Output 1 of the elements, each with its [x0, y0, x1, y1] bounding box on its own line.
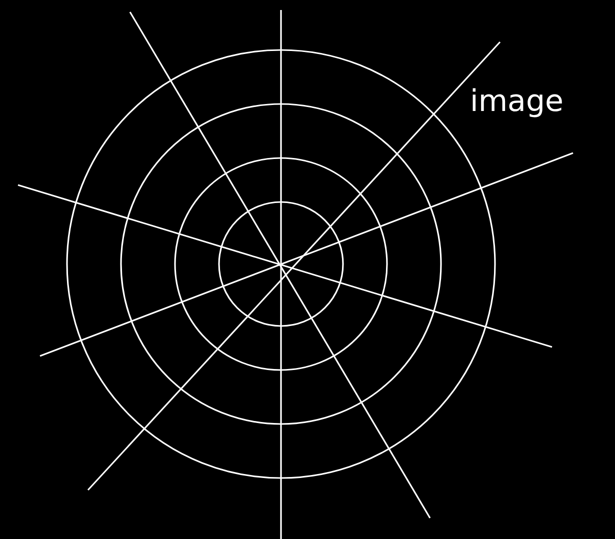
drawing-label: image: [470, 84, 564, 119]
